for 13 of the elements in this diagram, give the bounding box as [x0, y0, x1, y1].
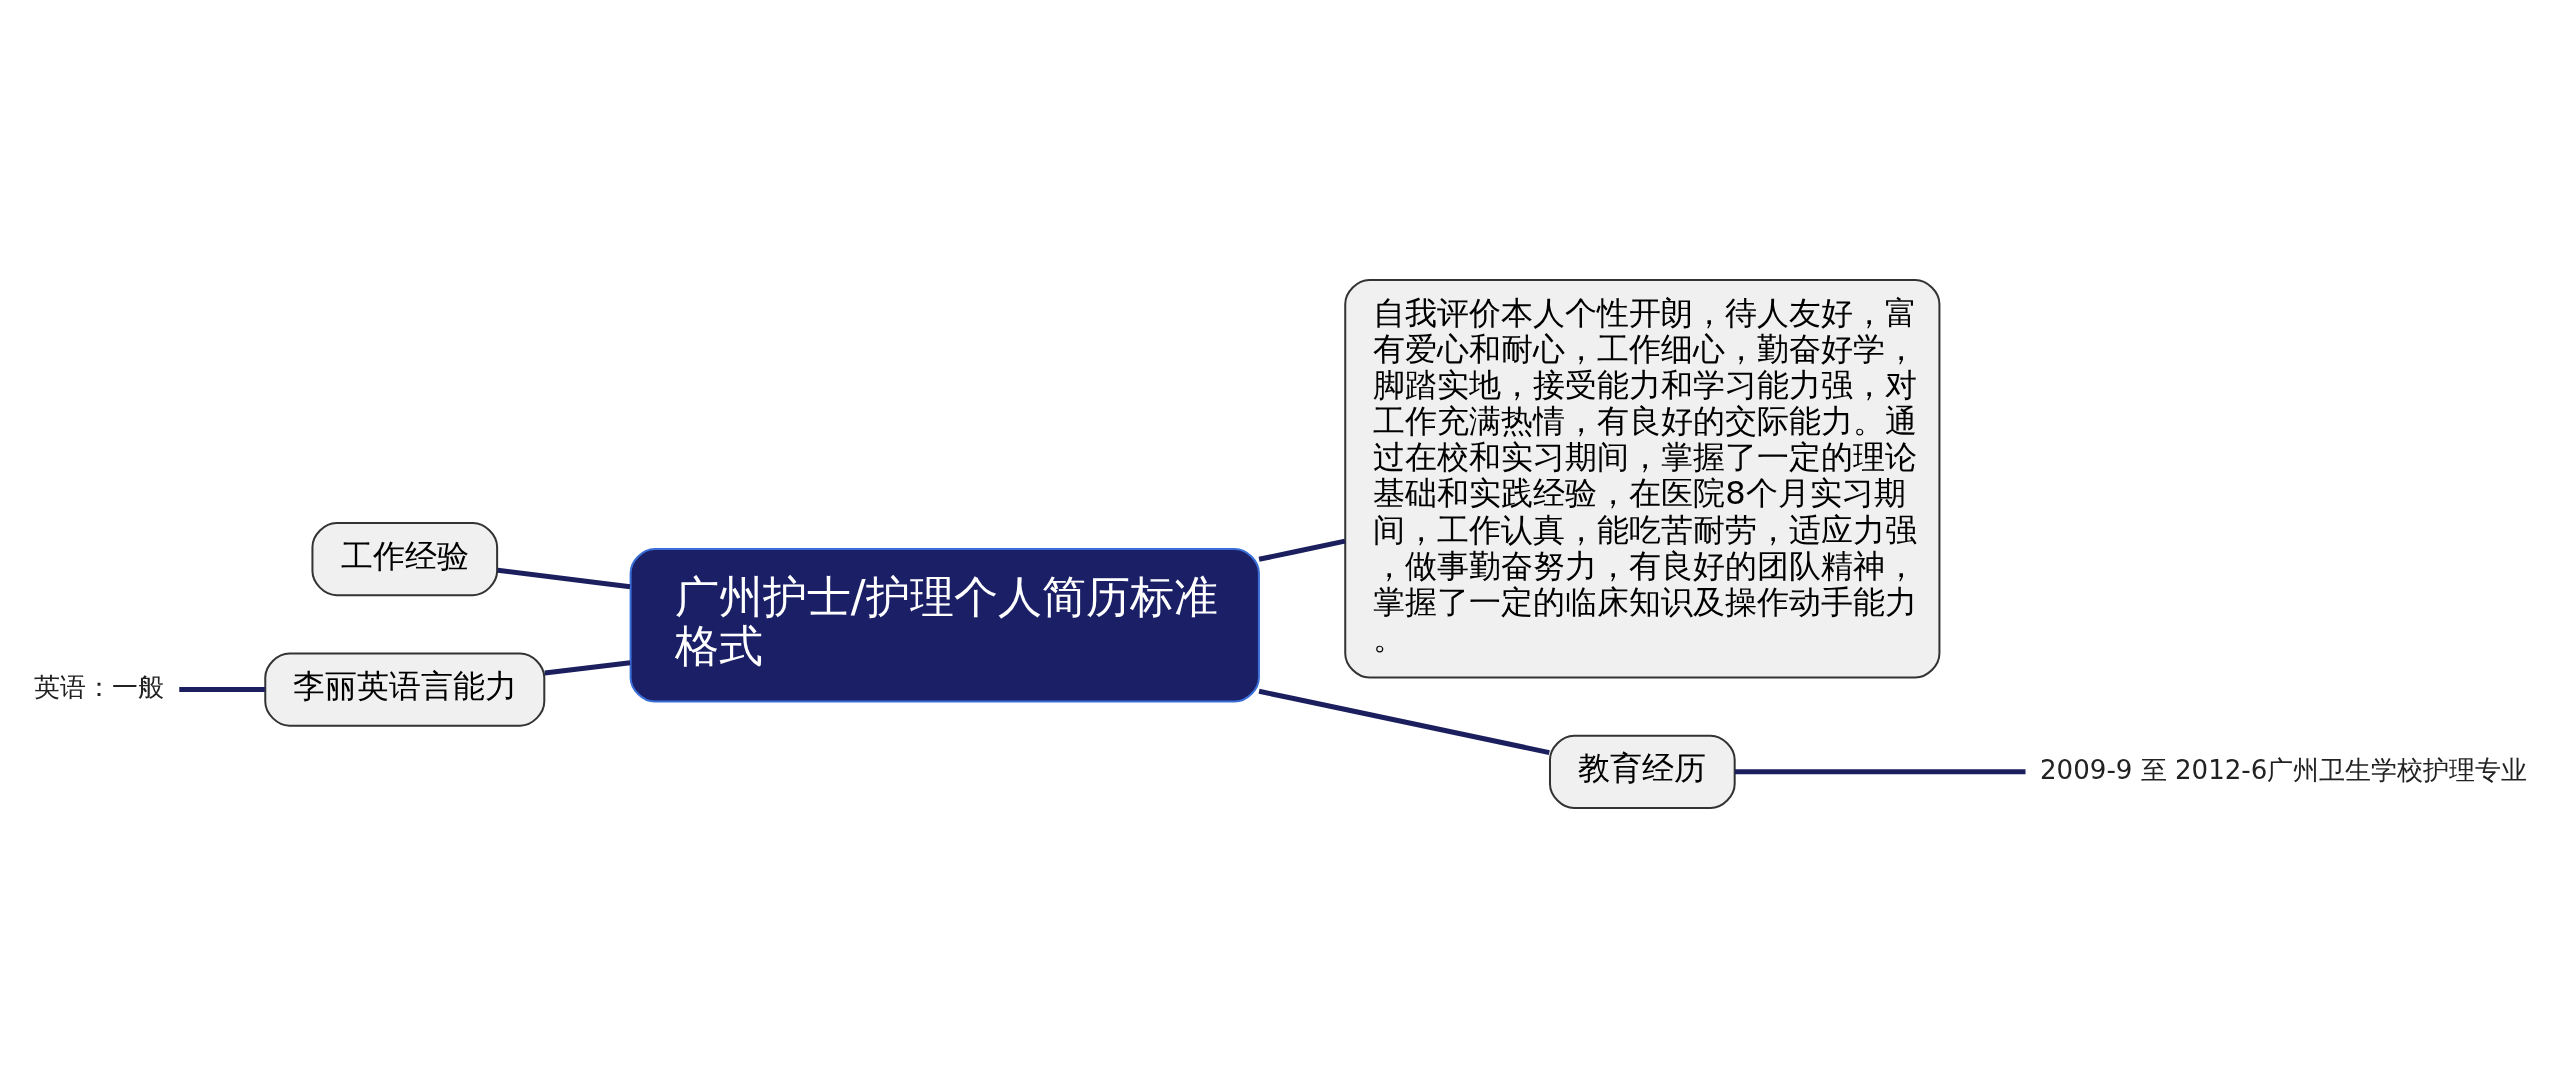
- node-text: 英语：一般: [33, 671, 164, 702]
- node-box: 广州护士/护理个人简历标准格式: [629, 547, 1260, 703]
- connector: [179, 686, 265, 692]
- connector: [1258, 688, 1550, 755]
- node-box: 教育经历: [1549, 734, 1736, 809]
- node-box: 李丽英语言能力: [264, 651, 546, 727]
- node-box: 自我评价本人个性开朗，待人友好，富有爱心和耐心，工作细心，勤奋好学，脚踏实地，接受能力和学习能力强，对工作充满热情，有良好的交际能力。通过在校和实习期间，掌握了一定的理论基础和实践经验，在医院8个月实习期间，工作认真，能吃苦耐劳，适应力强，做事勤奋努力，有良好的团队精神，掌握了一定的临床知识及操作动手能力。: [1344, 278, 1941, 678]
- connector: [497, 567, 631, 589]
- connector: [1258, 538, 1346, 562]
- connector: [544, 659, 631, 675]
- connector: [1734, 768, 2026, 774]
- node-box: 工作经验: [311, 521, 499, 596]
- node-text: 2009-9 至 2012-6广州卫生学校护理专业: [2040, 754, 2528, 785]
